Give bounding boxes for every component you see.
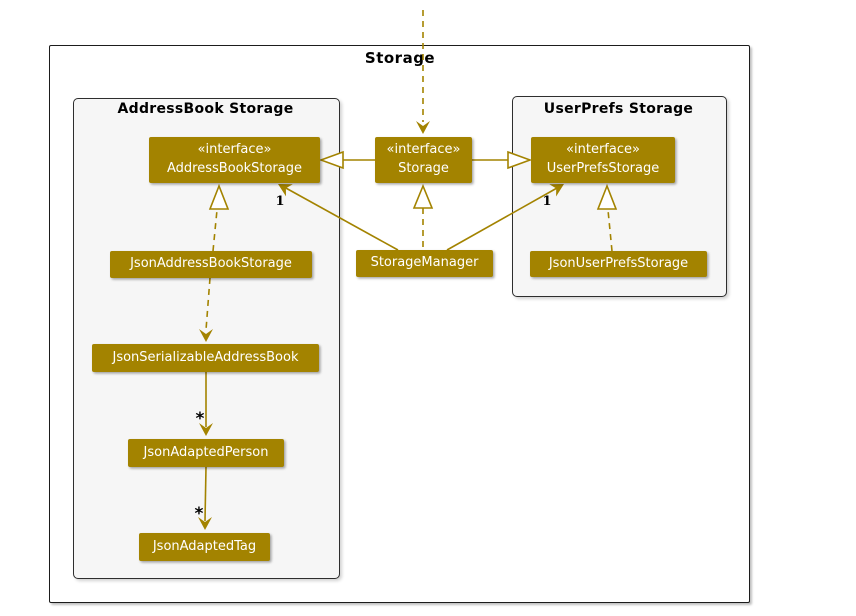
class-name-label: AddressBookStorage [167, 161, 302, 176]
class-box-jsonadaptedperson: JsonAdaptedPerson [128, 439, 284, 467]
association-arrow-jsonadaptedperson-to-jsonadaptedtag [198, 466, 212, 530]
association-arrow-storagemanager-to-userprefsstorage [446, 184, 564, 251]
multiplicity-label-manager-userprefs: 1 [542, 193, 552, 209]
association-arrow-storagemanager-to-addressbookstorage [278, 184, 399, 251]
container-title-userprefs: UserPrefs Storage [543, 101, 694, 117]
class-box-storagemanager: StorageManager [356, 250, 493, 277]
container-title-addressbook: AddressBook Storage [117, 101, 294, 117]
extends-arrow-storage-to-addressbookstorage [318, 150, 375, 170]
interface-box-addressbookstorage: «interface» AddressBookStorage [149, 137, 320, 183]
multiplicity-label-serializable-person: * [195, 409, 205, 429]
class-name-label: StorageManager [370, 255, 479, 271]
class-name-label: JsonUserPrefsStorage [548, 255, 689, 271]
class-name-label: JsonAddressBookStorage [130, 256, 292, 272]
class-box-jsonadaptedtag: JsonAdaptedTag [139, 533, 270, 561]
frame-title: Storage [364, 49, 436, 67]
dependency-arrow-external-to-storage [416, 10, 430, 134]
realization-arrow-jsonuserprefsstorage-to-userprefsstorage [596, 183, 618, 252]
stereotype-label: «interface» [386, 142, 461, 158]
interface-box-userprefsstorage: «interface» UserPrefsStorage [531, 137, 675, 183]
realization-arrow-storagemanager-to-storage [412, 183, 434, 250]
class-box-jsonserializableaddressbook: JsonSerializableAddressBook [92, 344, 319, 372]
class-box-jsonaddressbookstorage: JsonAddressBookStorage [110, 251, 312, 278]
multiplicity-label-person-tag: * [194, 504, 204, 524]
extends-arrow-storage-to-userprefsstorage [472, 150, 533, 170]
dependency-arrow-jsonaddressbookstorage-to-jsonserializableaddressbook [199, 277, 213, 342]
interface-box-storage: «interface» Storage [375, 137, 472, 183]
class-name-label: JsonAdaptedTag [152, 538, 257, 554]
class-name-label: Storage [398, 161, 449, 176]
association-arrow-jsonserializableaddressbook-to-jsonadaptedperson [199, 372, 213, 436]
multiplicity-label-manager-addressbook: 1 [275, 193, 285, 209]
realization-arrow-jsonaddressbookstorage-to-addressbookstorage [208, 183, 230, 252]
class-name-label: JsonSerializableAddressBook [112, 349, 299, 365]
class-name-label: UserPrefsStorage [546, 161, 660, 176]
stereotype-label: «interface» [197, 142, 272, 158]
class-name-label: JsonAdaptedPerson [143, 444, 269, 460]
stereotype-label: «interface» [566, 142, 640, 158]
class-box-jsonuserprefsstorage: JsonUserPrefsStorage [530, 251, 707, 277]
